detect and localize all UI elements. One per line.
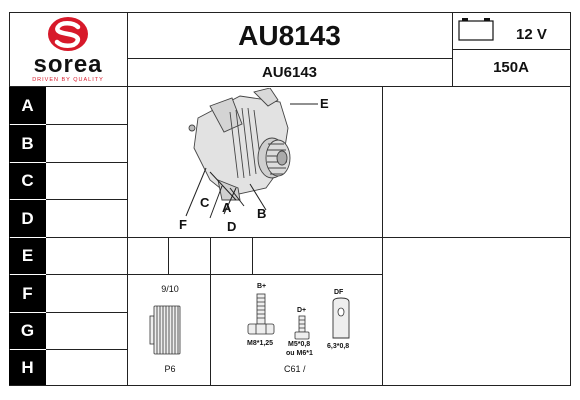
row-label-c: C	[9, 163, 46, 199]
diagram-label-a: A	[222, 200, 232, 215]
terminal-d-size: M5*0,8	[288, 341, 311, 348]
diagram-label-e: E	[320, 96, 329, 111]
terminal-d-size-alt: ou M6*1	[286, 350, 313, 357]
diagram-label-c: C	[200, 195, 210, 210]
brand-name: sorea	[33, 51, 103, 78]
terminal-b-bolt-icon	[247, 293, 275, 335]
row-label-d: D	[9, 200, 46, 237]
row-label-a: A	[9, 87, 46, 124]
terminal-code: C61 /	[284, 364, 306, 374]
diagram-label-d: D	[227, 219, 237, 234]
terminal-df-size: 6,3*0,8	[327, 343, 350, 350]
alt-reference: AU6143	[261, 64, 318, 81]
row-label-e: E	[9, 238, 46, 274]
terminal-b-label: B+	[257, 283, 267, 290]
diagram-label-b: B	[257, 206, 267, 221]
row-label-f: F	[9, 275, 46, 312]
alternator-drawing	[185, 88, 318, 219]
terminal-df-spade-icon	[332, 297, 350, 339]
battery-icon	[458, 18, 494, 41]
diagram-label-f: F	[179, 217, 187, 232]
terminal-b-size: M8*1,25	[247, 340, 274, 347]
main-reference: AU8143	[238, 20, 341, 51]
amperage: 150A	[493, 59, 529, 76]
pulley-type: P6	[164, 364, 176, 374]
row-label-g: G	[9, 313, 46, 349]
pulley-icon	[149, 305, 181, 355]
terminal-d-bolt-icon	[294, 315, 310, 340]
pulley-grooves: 9/10	[161, 284, 179, 294]
terminal-d-label: D+	[297, 307, 307, 314]
row-label-h: H	[9, 350, 46, 385]
sorea-emblem-icon	[48, 17, 88, 51]
voltage: 12 V	[516, 26, 547, 43]
row-label-b: B	[9, 125, 46, 162]
brand-tagline: DRIVEN BY QUALITY	[32, 77, 104, 83]
brand-logo: sorea DRIVEN BY QUALITY	[10, 13, 126, 85]
terminal-df-label: DF	[334, 289, 344, 296]
